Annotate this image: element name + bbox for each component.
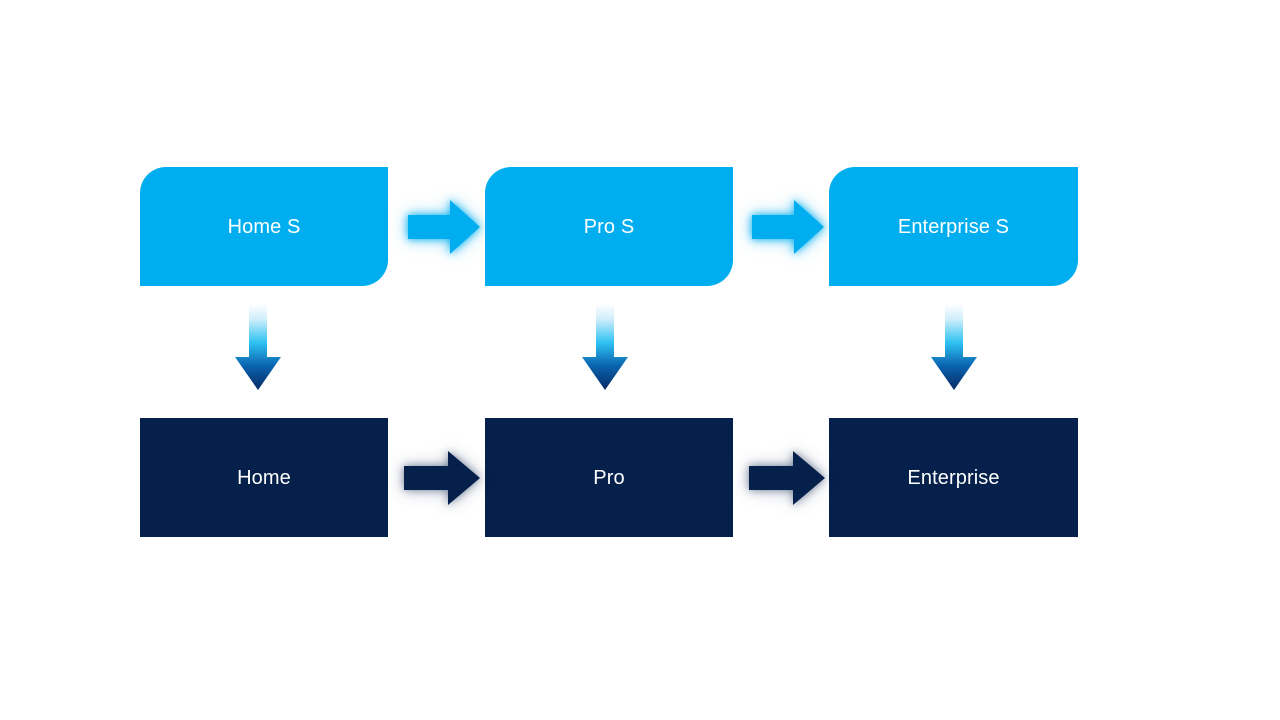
- node-pro-s[interactable]: Pro S: [485, 167, 733, 286]
- node-label-pro-s: Pro S: [583, 215, 635, 238]
- node-label-pro: Pro: [593, 466, 625, 489]
- node-enterprise[interactable]: Enterprise: [829, 418, 1078, 537]
- node-pro[interactable]: Pro: [485, 418, 733, 537]
- node-enterprise-s[interactable]: Enterprise S: [829, 167, 1078, 286]
- node-home[interactable]: Home: [140, 418, 388, 537]
- node-label-home: Home: [237, 466, 291, 489]
- arrow-right-icon-pro-to-enterprise: [749, 451, 825, 505]
- arrow-down-icon-enterprise-s-to-enterprise: [931, 304, 977, 390]
- arrow-right-icon-home-s-to-pro-s: [408, 200, 480, 254]
- arrow-down-icon-pro-s-to-pro: [582, 304, 628, 390]
- arrow-down-icon-home-s-to-home: [235, 304, 281, 390]
- arrow-right-icon-pro-s-to-enterprise-s: [752, 200, 824, 254]
- node-label-enterprise-s: Enterprise S: [897, 215, 1010, 238]
- node-label-enterprise: Enterprise: [907, 466, 1000, 489]
- arrow-right-icon-home-to-pro: [404, 451, 480, 505]
- node-home-s[interactable]: Home S: [140, 167, 388, 286]
- node-label-home-s: Home S: [227, 215, 301, 238]
